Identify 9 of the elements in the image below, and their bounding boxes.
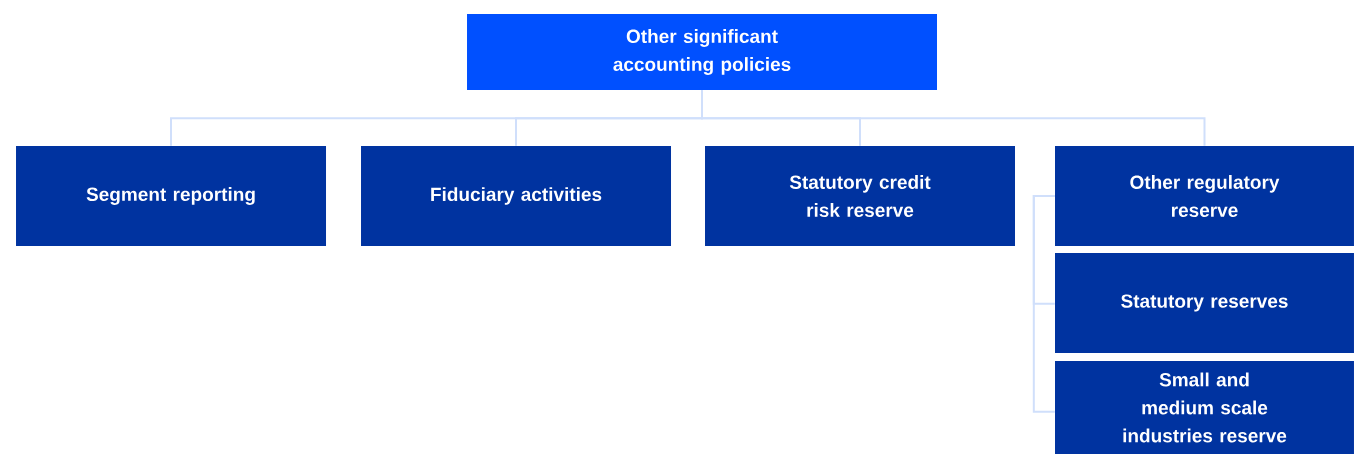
- connector-line: [1032, 195, 1056, 413]
- heading-box: Other significant accounting policies: [467, 14, 937, 90]
- category-box: Other regulatory reserve: [1055, 146, 1354, 246]
- category-box: Small and medium scale industries reserve: [1055, 361, 1354, 454]
- category-box: Statutory credit risk reserve: [705, 146, 1015, 246]
- connector-line: [701, 89, 1206, 147]
- category-box: Fiduciary activities: [361, 146, 671, 246]
- category-box: Statutory reserves: [1055, 253, 1354, 353]
- category-box: Segment reporting: [16, 146, 326, 246]
